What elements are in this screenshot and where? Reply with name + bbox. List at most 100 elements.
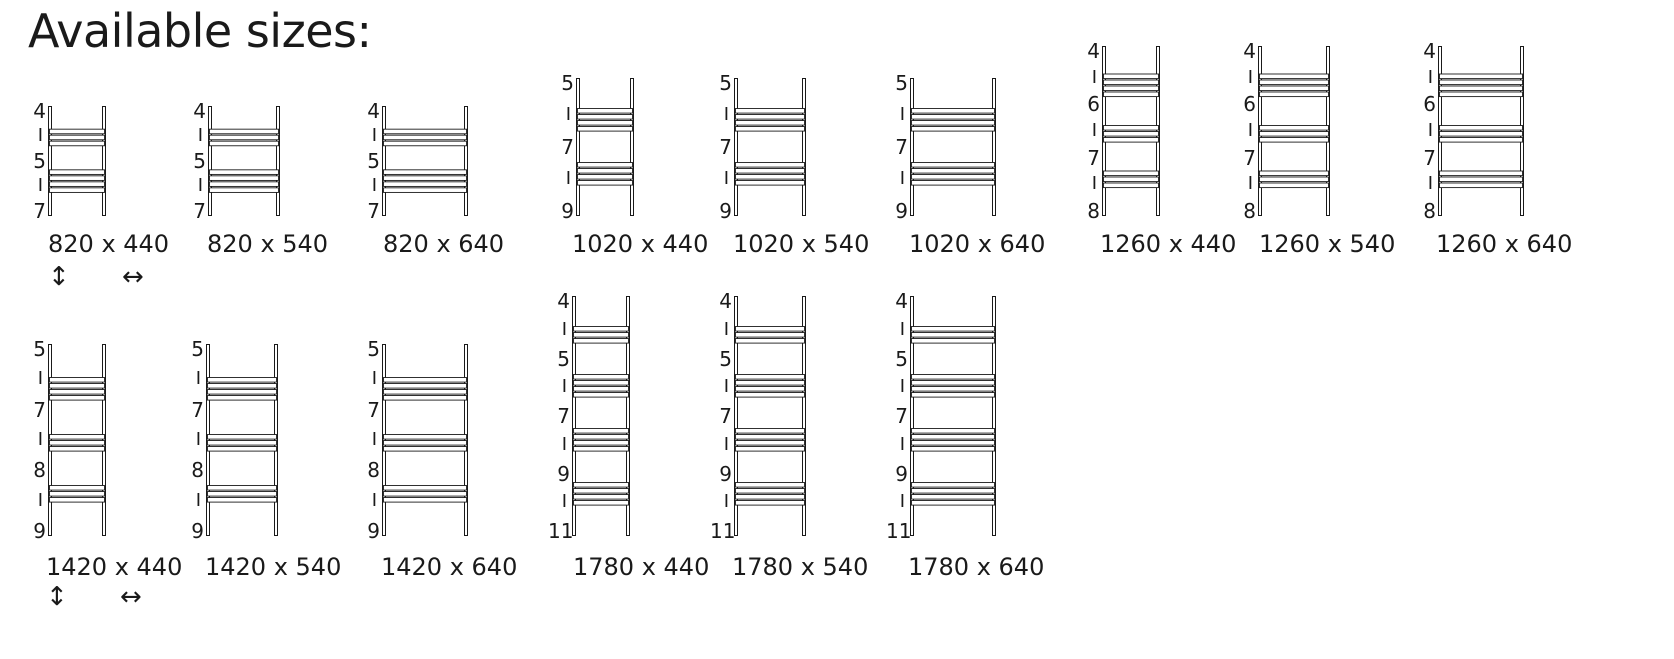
separator-mark: I (1247, 66, 1253, 88)
bar-count: 8 (191, 458, 204, 483)
right-rail (274, 344, 278, 536)
radiator-svg (910, 296, 996, 536)
towel-bar (49, 434, 105, 440)
bar-count: 5 (367, 337, 380, 361)
radiator-svg (48, 106, 106, 216)
towel-bar (735, 114, 805, 120)
towel-bar (207, 446, 277, 452)
up-down-arrow-icon: ↕ (46, 582, 68, 612)
bar-count: 5 (33, 337, 46, 361)
separator-mark: I (195, 429, 201, 450)
left-rail (48, 106, 52, 216)
towel-bar (1259, 170, 1329, 177)
towel-bar (49, 491, 105, 497)
bar-count: 7 (33, 397, 46, 422)
towel-bar (1439, 91, 1523, 98)
bar-count: 7 (561, 135, 574, 159)
separator-mark: I (37, 429, 43, 450)
bar-count: 5 (719, 346, 732, 371)
towel-bar (735, 126, 805, 132)
towel-bar (207, 377, 277, 383)
separator-mark: I (1091, 173, 1097, 195)
towel-bar (577, 108, 633, 114)
bar-count: 4 (895, 289, 908, 313)
towel-bar (911, 332, 995, 338)
towel-bar (911, 174, 995, 180)
left-rail (910, 78, 914, 216)
towel-bar (383, 485, 467, 491)
left-rail (1102, 46, 1106, 216)
radiator-drawing (382, 344, 468, 536)
right-rail (464, 344, 468, 536)
towel-bar (911, 386, 995, 392)
towel-bar (735, 168, 805, 174)
separator-mark: I (723, 104, 729, 125)
bar-count: 4 (33, 99, 46, 123)
left-rail (734, 296, 738, 536)
towel-bar (735, 482, 805, 488)
radiator-drawing (48, 344, 106, 536)
towel-bar (49, 440, 105, 446)
radiator-svg (910, 78, 996, 216)
radiator-drawing (208, 106, 280, 216)
radiator-drawing (1438, 46, 1524, 216)
towel-bar (49, 140, 105, 147)
towel-bar (573, 446, 629, 452)
separator-mark: I (37, 125, 43, 146)
separator-mark: I (371, 429, 377, 450)
radiator-drawing (734, 296, 806, 536)
left-right-arrow-icon: ↔ (122, 262, 144, 292)
right-rail (464, 106, 468, 216)
towel-bar (383, 128, 467, 135)
towel-bar (1259, 85, 1329, 92)
bar-count: 7 (719, 404, 732, 428)
towel-bar (573, 386, 629, 392)
towel-bar (1103, 85, 1159, 92)
towel-bar (1439, 85, 1523, 92)
right-rail (276, 106, 280, 216)
towel-bar (209, 181, 279, 187)
towel-bar (573, 374, 629, 380)
separator-mark: I (371, 489, 377, 511)
size-label: 1260 x 440 (1100, 230, 1237, 258)
bar-count: 6 (1423, 92, 1436, 117)
separator-mark: I (1427, 173, 1433, 195)
right-rail (102, 106, 106, 216)
towel-bar (1103, 182, 1159, 189)
towel-bar (1439, 137, 1523, 143)
bar-count: 5 (557, 346, 570, 371)
separator-mark: I (561, 318, 567, 340)
towel-bar (383, 187, 467, 193)
towel-bar (1103, 131, 1159, 137)
towel-bar (735, 428, 805, 434)
towel-bar (735, 374, 805, 380)
left-rail (382, 344, 386, 536)
towel-bar (573, 392, 629, 398)
left-rail (576, 78, 580, 216)
towel-bar (1259, 182, 1329, 189)
towel-bar (383, 491, 467, 497)
towel-bar (49, 175, 105, 181)
right-rail (802, 296, 806, 536)
right-rail (992, 296, 996, 536)
radiator-drawing (48, 106, 106, 216)
towel-bar (1103, 73, 1159, 80)
towel-bar (1259, 125, 1329, 131)
bar-count: 4 (719, 289, 732, 313)
towel-bar (1259, 91, 1329, 98)
towel-bar (209, 128, 279, 135)
towel-bar (911, 108, 995, 114)
towel-bar (1259, 137, 1329, 143)
towel-bar (1259, 73, 1329, 80)
radiator-drawing (1258, 46, 1330, 216)
towel-bar (207, 389, 277, 395)
towel-bar (1439, 73, 1523, 80)
towel-bar (383, 497, 467, 503)
towel-bar (911, 374, 995, 380)
towel-bar (577, 180, 633, 186)
towel-bar (383, 377, 467, 383)
towel-bar (911, 180, 995, 186)
radiator-svg (48, 344, 106, 536)
